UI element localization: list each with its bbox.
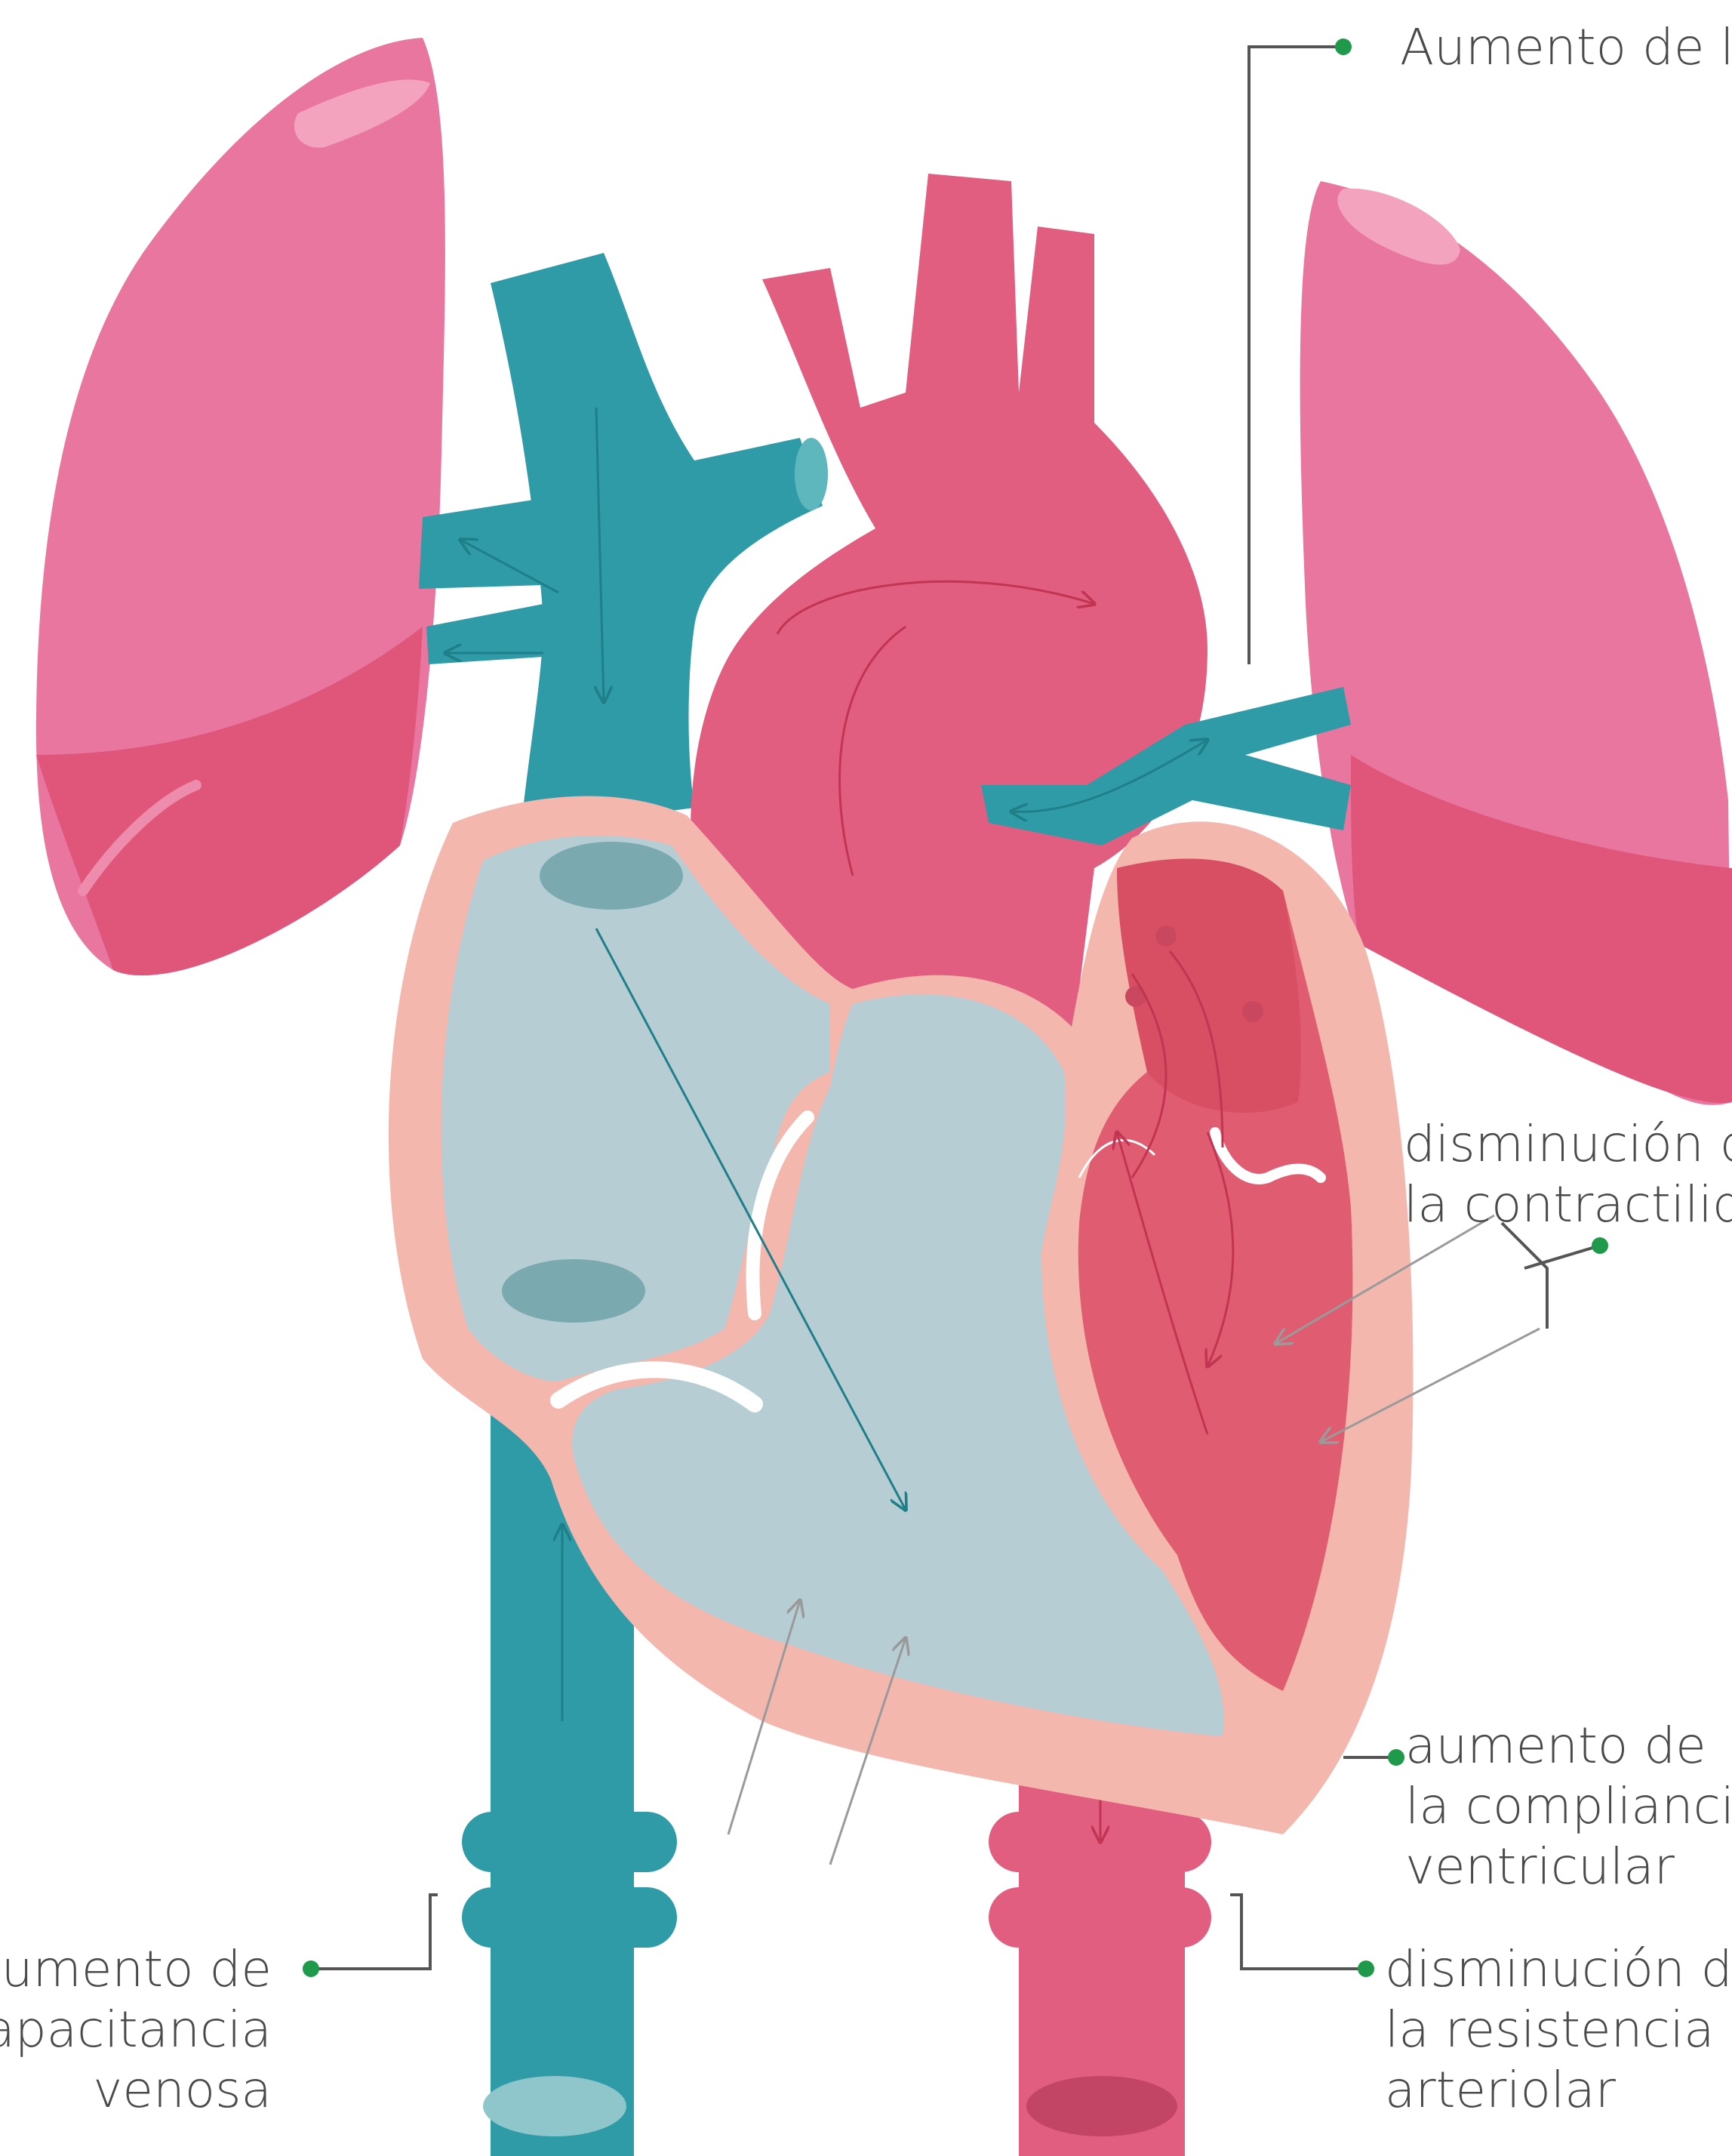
label-contractility-line2: la contractilid	[1404, 1174, 1732, 1236]
label-resistance-line2: la resistencia	[1385, 1999, 1715, 2061]
label-compliance-line2: la compliancia	[1405, 1776, 1732, 1837]
label-compliance-line1: aumento de	[1405, 1715, 1706, 1777]
label-capacitance-line3: venosa	[93, 2059, 272, 2121]
label-compliance-line3: ventricular	[1405, 1836, 1675, 1898]
label-resistance-line3: arteriolar	[1385, 2059, 1616, 2121]
left-lung	[36, 38, 445, 975]
label-capacitance-line1: aumento de	[0, 1939, 272, 2000]
label-top: Aumento de l	[1400, 17, 1732, 79]
label-resistance-line1: disminución de	[1385, 1939, 1732, 2000]
label-contractility-line1: disminución d	[1404, 1113, 1732, 1175]
label-capacitance-line2: capacitancia	[0, 1999, 272, 2061]
